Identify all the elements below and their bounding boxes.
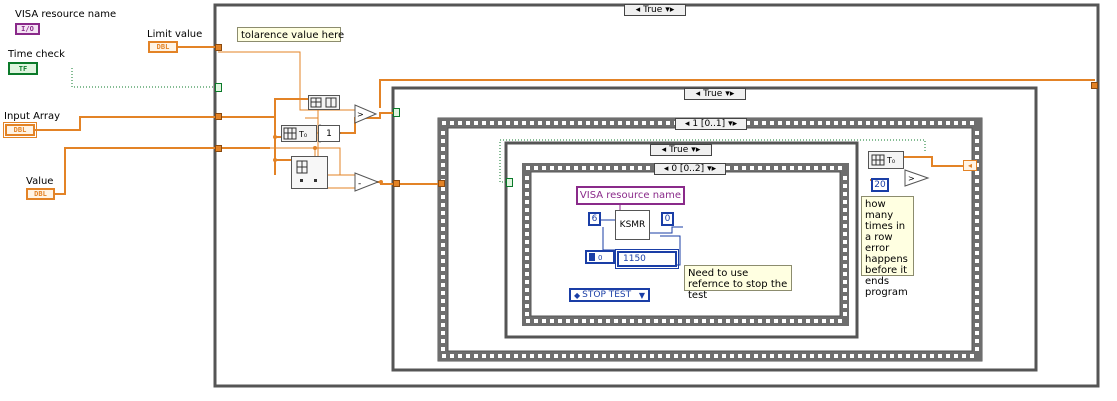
sequence-input-tunnel[interactable] (438, 180, 445, 187)
array-index-icon: T₀ (283, 127, 307, 140)
limit-value-label: Limit value (147, 29, 203, 40)
array-subset-node[interactable] (291, 156, 328, 189)
svg-text:>: > (908, 174, 915, 183)
outer-sequence-value: 1 [0..1] (692, 119, 726, 129)
reference-comment: Need to use refernce to stop the test (684, 265, 792, 301)
array-grid-icon (310, 97, 337, 108)
greater-than-counter-node[interactable]: > (904, 169, 930, 187)
svg-text:-: - (358, 179, 361, 189)
value-tunnel[interactable] (215, 145, 222, 152)
time-check-tunnel[interactable] (215, 83, 222, 92)
outer-case-value: True (643, 5, 663, 15)
constant-1150[interactable]: 1150 (615, 249, 679, 269)
error-count-comment: how many times in a row error happens be… (861, 196, 914, 298)
wire-junctions (273, 135, 383, 184)
input-array-label: Input Array (4, 111, 61, 122)
inner-sequence-selector[interactable]: ◂0 [0..2]▾▸ (654, 163, 726, 175)
constant-20[interactable]: 20 (871, 178, 889, 192)
value-label: Value (26, 176, 54, 187)
bool-wires (71, 68, 926, 183)
selector-dropdown-icon[interactable]: ▾▸ (691, 145, 701, 155)
constant-one[interactable]: 1 (318, 125, 340, 142)
array-subset-icon (296, 160, 317, 182)
constant-6[interactable]: 6 (588, 212, 601, 226)
outer-case-selector[interactable]: ◂True▾▸ (624, 4, 686, 16)
inner-case-value: True (669, 145, 689, 155)
enum-icon: 0 (589, 253, 602, 262)
selector-dropdown-icon[interactable]: ▾▸ (665, 5, 675, 15)
time-check-terminal[interactable]: TF (8, 62, 38, 75)
ksmr-subvi-node[interactable]: KSMR (615, 210, 650, 240)
selector-left-arrow-icon[interactable]: ◂ (661, 145, 667, 155)
inner-case-selector[interactable]: ◂True▾▸ (650, 144, 712, 156)
inner-case-bool-tunnel[interactable] (506, 178, 513, 187)
middle-case-input-tunnel[interactable] (393, 180, 400, 187)
dbl-thin-wires (218, 51, 355, 189)
svg-text:T₀: T₀ (298, 130, 307, 139)
selector-left-arrow-icon[interactable]: ◂ (695, 89, 701, 99)
shift-register-icon[interactable]: ◂ (963, 160, 977, 171)
selector-left-arrow-icon[interactable]: ◂ (663, 164, 669, 174)
visa-resource-constant[interactable]: VISA resource name (576, 186, 685, 205)
input-array-terminal[interactable]: DBL (3, 122, 37, 138)
middle-case-bool-tunnel[interactable] (393, 108, 400, 117)
inner-sequence-value: 0 [0..2] (671, 164, 705, 174)
selector-dropdown-icon[interactable]: ▾▸ (728, 119, 738, 129)
outer-sequence-selector[interactable]: ◂1 [0..1]▾▸ (675, 118, 747, 130)
inner-case-structure[interactable] (504, 141, 859, 339)
svg-text:>: > (357, 110, 364, 119)
stop-test-value: STOP TEST (582, 290, 632, 300)
ring-arrow-icon: ◆ (574, 290, 581, 300)
visa-resource-label: VISA resource name (15, 9, 117, 20)
time-check-label: Time check (8, 49, 65, 60)
middle-case-value: True (703, 89, 723, 99)
index-array-node[interactable]: T₀ (281, 125, 317, 142)
array-index-icon: T₀ (871, 154, 895, 166)
selector-left-arrow-icon[interactable]: ◂ (684, 119, 690, 129)
outer-sequence-perforations (441, 121, 979, 358)
selector-dropdown-icon[interactable]: ▾▸ (725, 89, 735, 99)
svg-text:T₀: T₀ (886, 156, 895, 165)
input-array-tunnel[interactable] (215, 113, 222, 120)
stop-test-ring[interactable]: ◆STOP TEST ▼ (569, 288, 650, 302)
error-counter-index-node[interactable]: T₀ (868, 151, 904, 169)
greater-than-node[interactable]: > (354, 104, 378, 124)
selector-dropdown-icon[interactable]: ▾▸ (707, 164, 717, 174)
limit-tunnel[interactable] (215, 44, 222, 51)
value-terminal[interactable]: DBL (26, 188, 55, 200)
limit-value-terminal[interactable]: DBL (148, 41, 178, 53)
svg-text:0: 0 (598, 254, 602, 262)
output-tunnel[interactable] (1091, 82, 1098, 89)
build-array-node[interactable] (308, 95, 340, 110)
constant-0[interactable]: 0 (661, 212, 674, 226)
visa-resource-terminal[interactable]: I/O (15, 23, 40, 35)
selector-left-arrow-icon[interactable]: ◂ (635, 5, 641, 15)
tolerance-comment: tolarence value here (237, 27, 344, 42)
middle-case-selector[interactable]: ◂True▾▸ (684, 88, 746, 100)
subtract-node[interactable]: - (354, 172, 380, 192)
dropdown-icon[interactable]: ▼ (638, 290, 645, 300)
inner-sequence-perforations (525, 166, 847, 323)
enum-selector-node[interactable]: 0 (585, 250, 615, 264)
